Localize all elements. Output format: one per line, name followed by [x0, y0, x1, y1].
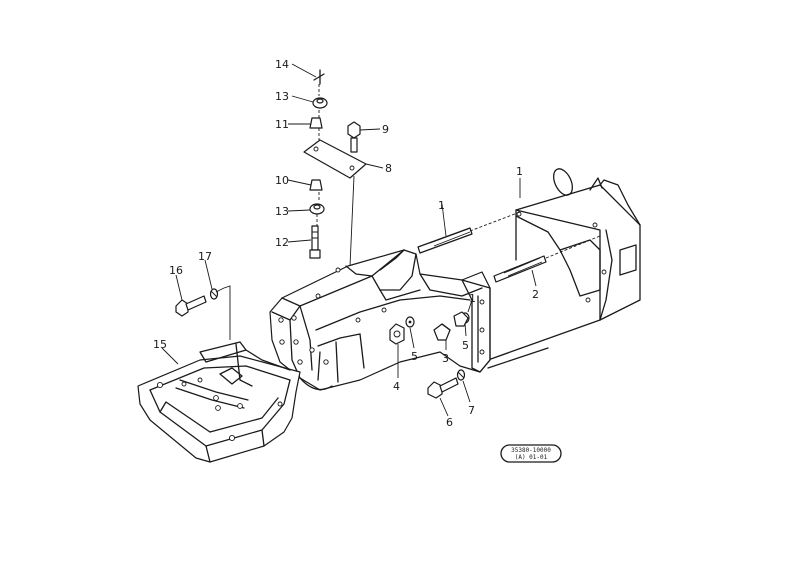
callout-8: 8	[385, 162, 392, 175]
callout-2: 2	[532, 288, 539, 301]
stamp-part-number: 35380-10000	[511, 447, 551, 454]
callout-10: 10	[275, 174, 289, 187]
collar-11	[309, 117, 323, 129]
callout-1-small: 1	[469, 292, 476, 305]
pin-14	[313, 69, 325, 85]
callout-4: 4	[393, 380, 400, 393]
stamp-revision: (A) 01-01	[515, 454, 548, 461]
guard-tray-15	[137, 341, 301, 463]
bolt-16-axis	[215, 285, 231, 340]
callout-12: 12	[275, 236, 289, 249]
washer-5a	[405, 316, 415, 328]
callout-1-right: 1	[516, 165, 523, 178]
callout-leaders	[161, 63, 537, 417]
callout-1-center: 1	[438, 199, 445, 212]
stack-axis	[316, 84, 320, 226]
bolt-9-axis	[349, 175, 355, 267]
callout-16: 16	[169, 264, 183, 277]
callout-17: 17	[198, 250, 212, 263]
long-bolt-1	[417, 211, 521, 254]
collar-10	[309, 179, 323, 191]
long-bolt-2	[493, 235, 601, 283]
callout-13-bottom: 13	[275, 205, 289, 218]
frame-assembly	[269, 168, 641, 391]
callout-5-right: 5	[462, 339, 469, 352]
callout-labels: 14 13 11 9 8 10 13 12 1 1 2 1 3 4 5 5 6 …	[153, 58, 539, 429]
washer-7	[456, 369, 466, 381]
callout-14: 14	[275, 58, 289, 71]
bolt-12	[309, 225, 321, 259]
nut-13a	[312, 97, 328, 109]
callout-3: 3	[442, 352, 449, 365]
drawing-number-stamp: 35380-10000 (A) 01-01	[500, 444, 562, 463]
nut-13b	[309, 203, 325, 215]
bolt-3	[433, 323, 451, 341]
bolt-1-small	[453, 311, 469, 327]
callout-13-top: 13	[275, 90, 289, 103]
washer-17	[209, 288, 219, 300]
callout-9: 9	[382, 123, 389, 136]
bolt-9	[347, 121, 361, 153]
bolt-16	[175, 295, 207, 317]
callout-11: 11	[275, 118, 289, 131]
bolt-4	[389, 323, 405, 345]
callout-5-left: 5	[411, 350, 418, 363]
callout-6: 6	[446, 416, 453, 429]
callout-7: 7	[468, 404, 475, 417]
callout-15: 15	[153, 338, 167, 351]
bolt-6	[427, 377, 459, 399]
